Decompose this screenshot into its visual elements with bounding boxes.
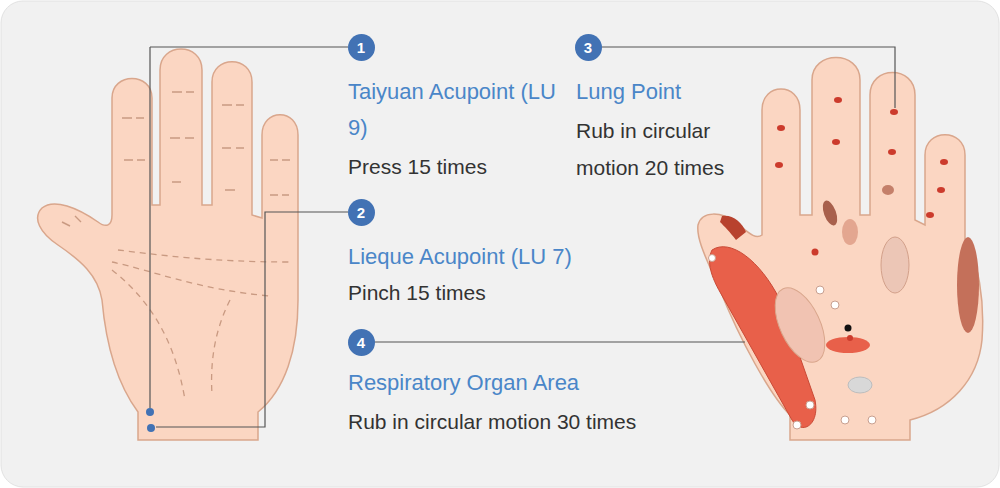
- label-holder: Rub in circular motion 30 times: [348, 403, 748, 440]
- label-holder: Taiyuan Acupoint (LU 9): [348, 74, 563, 146]
- label-holder: Rub in circular motion 20 times: [576, 112, 771, 186]
- label-holder: Press 15 times: [348, 148, 563, 185]
- callout-number: 1: [348, 34, 375, 61]
- acupoint-dot: [146, 408, 154, 416]
- point-title: Lieque Acupoint (LU 7): [348, 239, 668, 275]
- reflex-zone: [957, 237, 979, 333]
- callout-number: 3: [575, 34, 602, 61]
- hand-outline: [698, 58, 983, 441]
- hand-outline: [38, 49, 298, 440]
- leader-line: [374, 341, 745, 342]
- finger-creases: [62, 92, 290, 226]
- reflex-point: [845, 325, 852, 332]
- instruction-text: Rub in circular motion 20 times: [576, 112, 771, 186]
- instruction-text: Rub in circular motion 30 times: [348, 403, 748, 440]
- reflex-zone: [882, 185, 894, 195]
- reflex-zone: [848, 377, 872, 393]
- label-holder: Lieque Acupoint (LU 7): [348, 239, 668, 275]
- callout-number-text: 1: [357, 40, 365, 55]
- callout-number: 2: [348, 199, 375, 226]
- label-holder: Respiratory Organ Area: [348, 365, 678, 401]
- callout-number-text: 4: [357, 335, 365, 350]
- callout-number: 4: [348, 329, 375, 356]
- reflex-zone: [881, 237, 909, 293]
- label-holder: Pinch 15 times: [348, 274, 668, 311]
- callout-number-text: 2: [357, 205, 365, 220]
- label-holder: Lung Point: [576, 74, 876, 110]
- leader-line: [150, 47, 348, 408]
- reflex-zone: [842, 219, 858, 245]
- point-title: Taiyuan Acupoint (LU 9): [348, 74, 563, 146]
- point-title: Respiratory Organ Area: [348, 365, 678, 401]
- leader-line: [156, 212, 348, 427]
- reflex-zone: [820, 199, 840, 228]
- left-hand: [38, 47, 348, 440]
- acupoint-dot: [147, 424, 155, 432]
- point-title: Lung Point: [576, 74, 876, 110]
- instruction-text: Press 15 times: [348, 148, 563, 185]
- reflex-zone: [720, 216, 746, 240]
- reflex-points: [775, 97, 948, 341]
- callout-number-text: 3: [584, 40, 592, 55]
- palm-lines: [112, 250, 290, 400]
- instruction-text: Pinch 15 times: [348, 274, 668, 311]
- reflex-zone: [765, 280, 835, 369]
